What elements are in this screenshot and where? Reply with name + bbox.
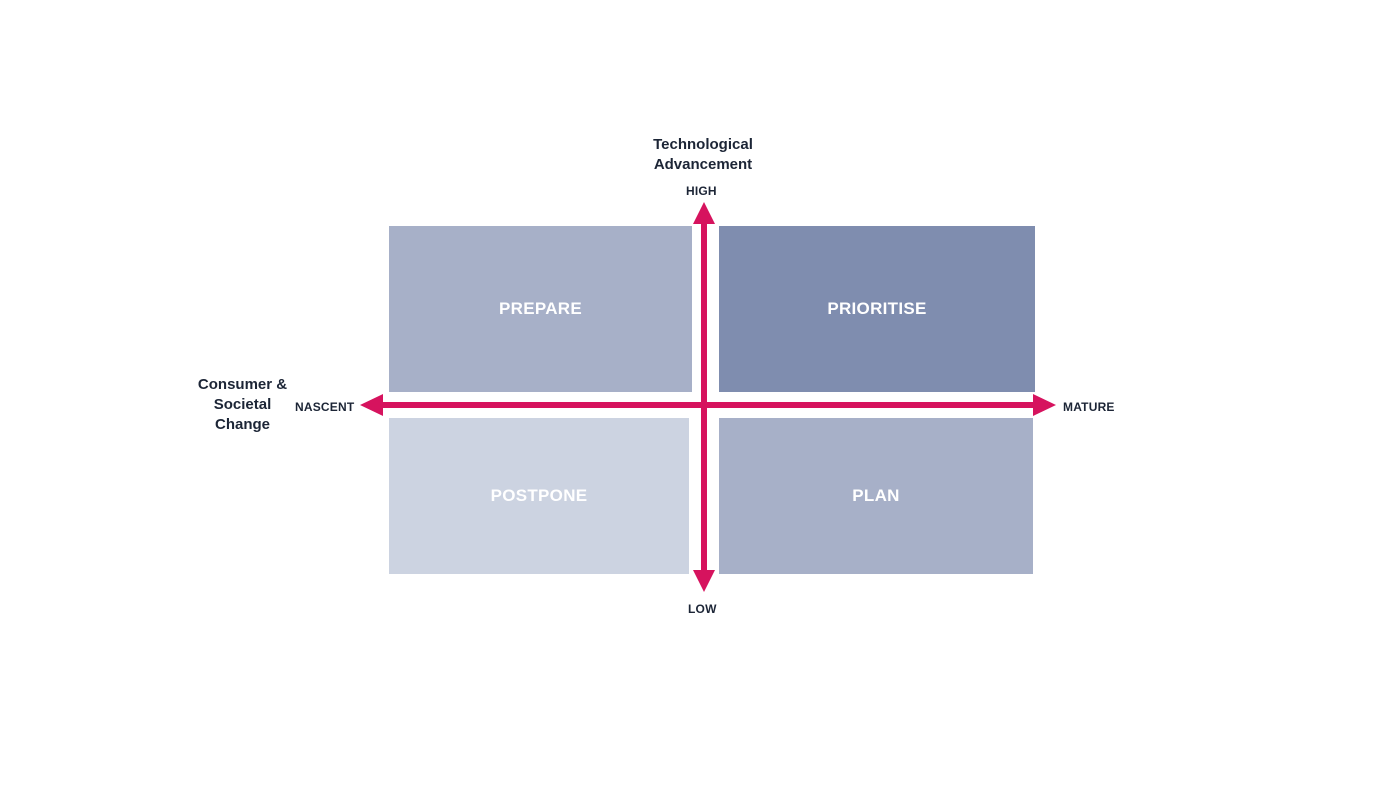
arrow-down-icon <box>693 570 715 592</box>
quadrant-plan-label: PLAN <box>852 486 900 505</box>
quadrant-postpone: POSTPONE <box>389 418 689 574</box>
quadrant-prepare: PREPARE <box>389 226 692 392</box>
arrow-left-icon <box>360 394 383 416</box>
quadrant-prepare-label: PREPARE <box>498 299 583 318</box>
horizontal-axis-title: Consumer & Societal Change <box>197 376 288 433</box>
axis-label-high: HIGH <box>686 184 717 198</box>
vertical-axis-title: Technological Advancement <box>653 136 753 173</box>
quadrant-prioritise: PRIORITISE <box>719 226 1035 392</box>
quadrant-prioritise-label: PRIORITISE <box>827 299 927 318</box>
axis-label-low: LOW <box>688 602 717 616</box>
axis-label-nascent: NASCENT <box>295 400 355 414</box>
quadrant-plan: PLAN <box>719 418 1033 574</box>
arrow-up-icon <box>693 202 715 224</box>
axis-label-mature: MATURE <box>1063 400 1115 414</box>
quadrant-postpone-label: POSTPONE <box>490 486 588 505</box>
arrow-right-icon <box>1033 394 1056 416</box>
